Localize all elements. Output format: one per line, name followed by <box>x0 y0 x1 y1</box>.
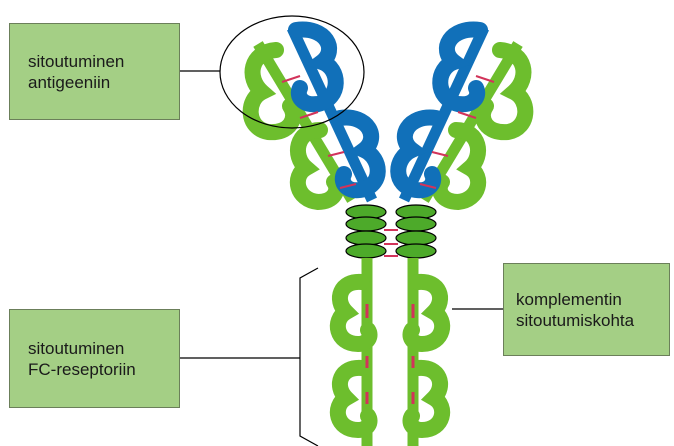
hinge-ellipse <box>346 217 386 231</box>
fc-label-line2: FC-reseptoriin <box>28 359 179 380</box>
fc-label-line1: sitoutuminen <box>28 338 179 359</box>
complement-label-line1: komplementin <box>516 289 669 310</box>
right-arm <box>398 28 525 202</box>
hinge-ellipse <box>346 244 386 258</box>
hinge-region <box>346 205 436 258</box>
hinge-ellipse <box>396 217 436 231</box>
left-arm <box>251 28 378 202</box>
fc-stem <box>338 258 442 446</box>
complement-site-label: komplementin sitoutumiskohta <box>503 263 670 356</box>
antigen-label-line1: sitoutuminen <box>28 51 179 72</box>
complement-label-line2: sitoutumiskohta <box>516 310 669 331</box>
antigen-label-line2: antigeeniin <box>28 72 179 93</box>
antigen-binding-label: sitoutuminen antigeeniin <box>9 23 180 120</box>
hinge-ellipse <box>396 231 436 245</box>
hinge-ellipse <box>396 244 436 258</box>
hinge-ellipse <box>346 231 386 245</box>
fc-receptor-label: sitoutuminen FC-reseptoriin <box>9 309 180 408</box>
fc-bracket <box>300 268 318 446</box>
